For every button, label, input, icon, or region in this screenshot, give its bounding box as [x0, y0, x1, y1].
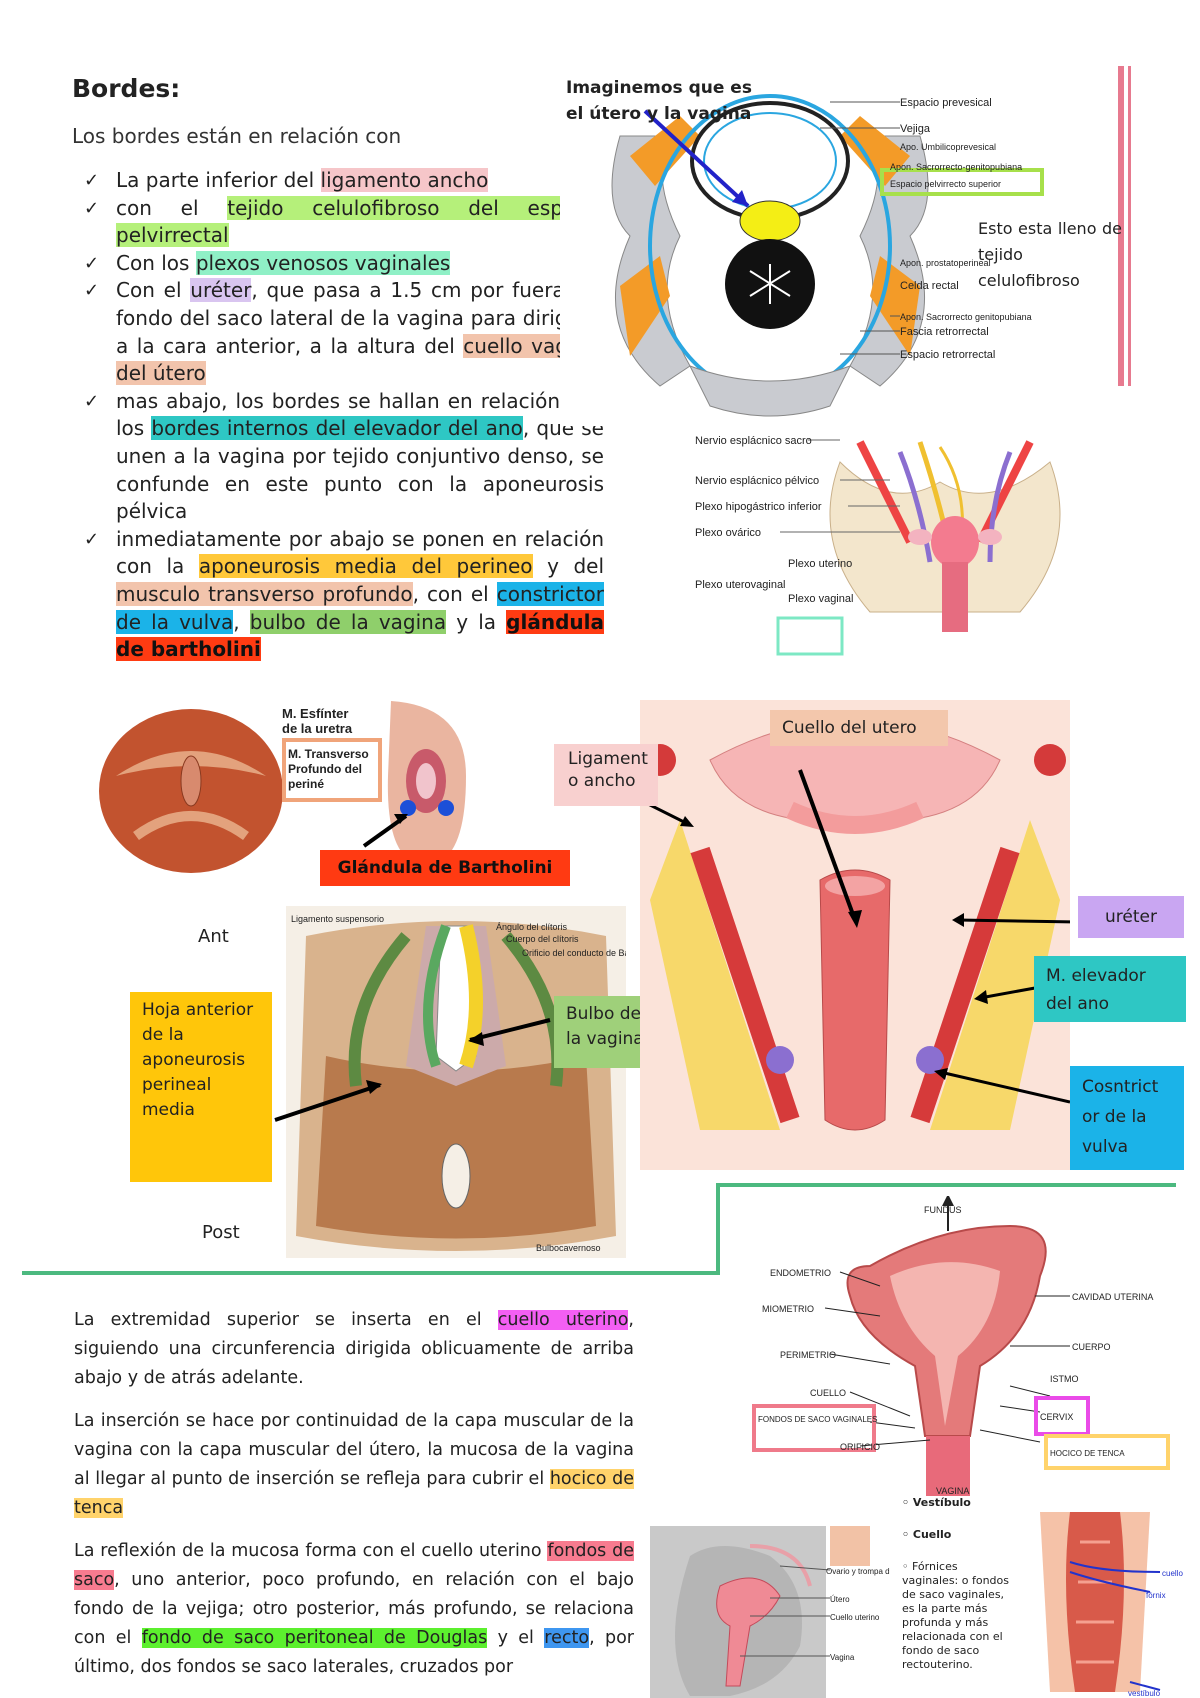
fig6-label: ENDOMETRIO — [770, 1268, 831, 1278]
fig1-label: Celda rectal — [900, 280, 959, 292]
fig1-annotation: Imaginemos que es el útero y la vagina — [566, 78, 752, 124]
fig6-label: CAVIDAD UTERINA — [1072, 1292, 1153, 1302]
fig6-label: CUERPO — [1072, 1342, 1111, 1352]
fig6-label: ISTMO — [1050, 1374, 1079, 1384]
fig1-note: Esto esta lleno de tejido celulofibroso — [978, 219, 1122, 290]
fig6-label: CERVIX — [1040, 1412, 1073, 1422]
fig6-label: FUNDUS — [924, 1205, 962, 1215]
fig1-label: Apon. Sacrorrecto-genitopubiana — [890, 162, 1022, 172]
list-item: Con los plexos venosos vaginales — [84, 250, 604, 278]
anterior-label: Ant — [198, 926, 229, 947]
fig1-label: Espacio pelvirrecto superior — [890, 179, 1001, 189]
fig1-label: Apon. Sacrorrecto genitopubiana — [900, 312, 1032, 322]
list-item: mas abajo, los bordes se hallan en relac… — [84, 388, 604, 526]
fig2-label: Plexo ovárico — [695, 527, 761, 539]
paragraph: La extremidad superior se inserta en el … — [74, 1310, 634, 1388]
fig2-label: Nervio esplácnico sacro — [695, 435, 812, 447]
fig4-label: Cuerpo del clítoris — [506, 934, 579, 944]
ligamento-ancho-label: Ligament o ancho — [554, 744, 658, 806]
hoja-aponeurosis-label: Hoja anterior de la aponeurosis perineal… — [130, 992, 272, 1182]
borders-list: La parte inferior del ligamento ancho co… — [84, 167, 604, 664]
fig4-label: Ángulo del clítoris — [496, 922, 568, 932]
fig4-label: Bulbocavernoso — [536, 1243, 601, 1253]
pelvic-section-figure: Espacio prevesical Vejiga Apo. Umbilicop… — [560, 66, 1140, 426]
fig7-bullet: ◦ Cuello — [902, 1528, 952, 1541]
fig7-label: Vagina — [830, 1653, 855, 1662]
fig1-label: Fascia retrorrectal — [900, 326, 989, 338]
paragraph: La reflexión de la mucosa forma con el c… — [74, 1541, 634, 1677]
fig7-label: Ovario y trompa de Falopio izquierdo — [826, 1567, 890, 1576]
fig2-label: Plexo vaginal — [788, 593, 853, 605]
list-item: con el tejido celulofibroso del espacio … — [84, 195, 604, 250]
fig6-label: VAGINA — [936, 1486, 969, 1496]
pelvic-nerves-figure: Nervio esplácnico sacro Nervio esplácnic… — [695, 435, 1061, 656]
fig6-label: PERIMETRIO — [780, 1350, 836, 1360]
fig1-label: Apon. prostatoperineal — [900, 258, 991, 268]
fig2-label: Plexo uterino — [788, 558, 852, 570]
fig7-bullets: ◦ Vestíbulo ◦ Cuello ◦ Fórnices vaginale… — [902, 1496, 1014, 1672]
fig6-label: ORIFICIO — [840, 1442, 880, 1452]
fig4-label: Ligamento suspensorio — [291, 914, 384, 924]
fig2-label: Nervio esplácnico pélvico — [695, 475, 819, 487]
constrictor-vulva-label: Cosntrict or de la vulva — [1070, 1066, 1184, 1170]
paragraph: La inserción se hace por continuidad de … — [74, 1411, 634, 1518]
ureter-label: uréter — [1078, 896, 1184, 938]
intro-text: Los bordes están en relación con — [72, 124, 402, 148]
list-item: La parte inferior del ligamento ancho — [84, 167, 604, 195]
fig7-label: Cuello uterino — [830, 1613, 880, 1622]
elevador-ano-label: M. elevador del ano — [1034, 956, 1186, 1022]
list-item: Con el uréter, que pasa a 1.5 cm por fue… — [84, 277, 605, 387]
fig6-label: FONDOS DE SACO VAGINALES — [758, 1415, 877, 1424]
list-item: inmediatamente por abajo se ponen en rel… — [84, 526, 604, 664]
uterus-coronal-figure — [640, 700, 1070, 1170]
section-divider — [22, 1183, 1176, 1275]
fig1-label: Espacio retrorrectal — [900, 349, 995, 361]
fig2-label: Plexo uterovaginal — [695, 579, 786, 591]
section-heading: Bordes: — [72, 74, 181, 103]
posterior-label: Post — [202, 1222, 240, 1243]
bartholini-label: Glándula de Bartholini — [320, 850, 570, 886]
fig4-label: Orificio del conducto de Bartholin — [522, 948, 626, 958]
cuello-utero-label: Cuello del utero — [770, 710, 948, 746]
fig1-label: Vejiga — [900, 123, 931, 135]
fig1-label: Espacio prevesical — [900, 97, 992, 109]
insertion-paragraphs: La extremidad superior se inserta en el … — [74, 1306, 634, 1696]
fig2-label: Plexo hipogástrico inferior — [695, 501, 822, 513]
fig6-label: CUELLO — [810, 1388, 846, 1398]
fig6-label: HOCICO DE TENCA — [1050, 1449, 1125, 1458]
fig7-bullet: ◦ Vestíbulo — [902, 1496, 971, 1509]
fig1-label: Apo. Umbilicoprevesical — [900, 142, 996, 152]
fig4-arrows — [274, 1018, 551, 1122]
fig7-bullet: ◦ Fórnices vaginales: o fondos de saco v… — [902, 1560, 1010, 1671]
fig8-label: fórnix — [1146, 1591, 1166, 1600]
perineum-dissection-figure: Ligamento suspensorio Ángulo del clítori… — [286, 906, 626, 1258]
fig8-label: vestíbulo — [1128, 1689, 1161, 1698]
fig8-label: cuello — [1162, 1569, 1183, 1578]
fig6-label: MIOMETRIO — [762, 1304, 814, 1314]
uterus-layers-figure: FUNDUS ENDOMETRIO CAVIDAD UTERINA MIOMET… — [752, 1196, 1170, 1496]
vaginal-canal-figure: cuello fórnix vestíbulo — [1040, 1512, 1183, 1698]
sagittal-figure: Ovario y trompa de Falopio izquierdo Úte… — [650, 1526, 890, 1698]
fig7-label: Útero — [830, 1595, 850, 1604]
